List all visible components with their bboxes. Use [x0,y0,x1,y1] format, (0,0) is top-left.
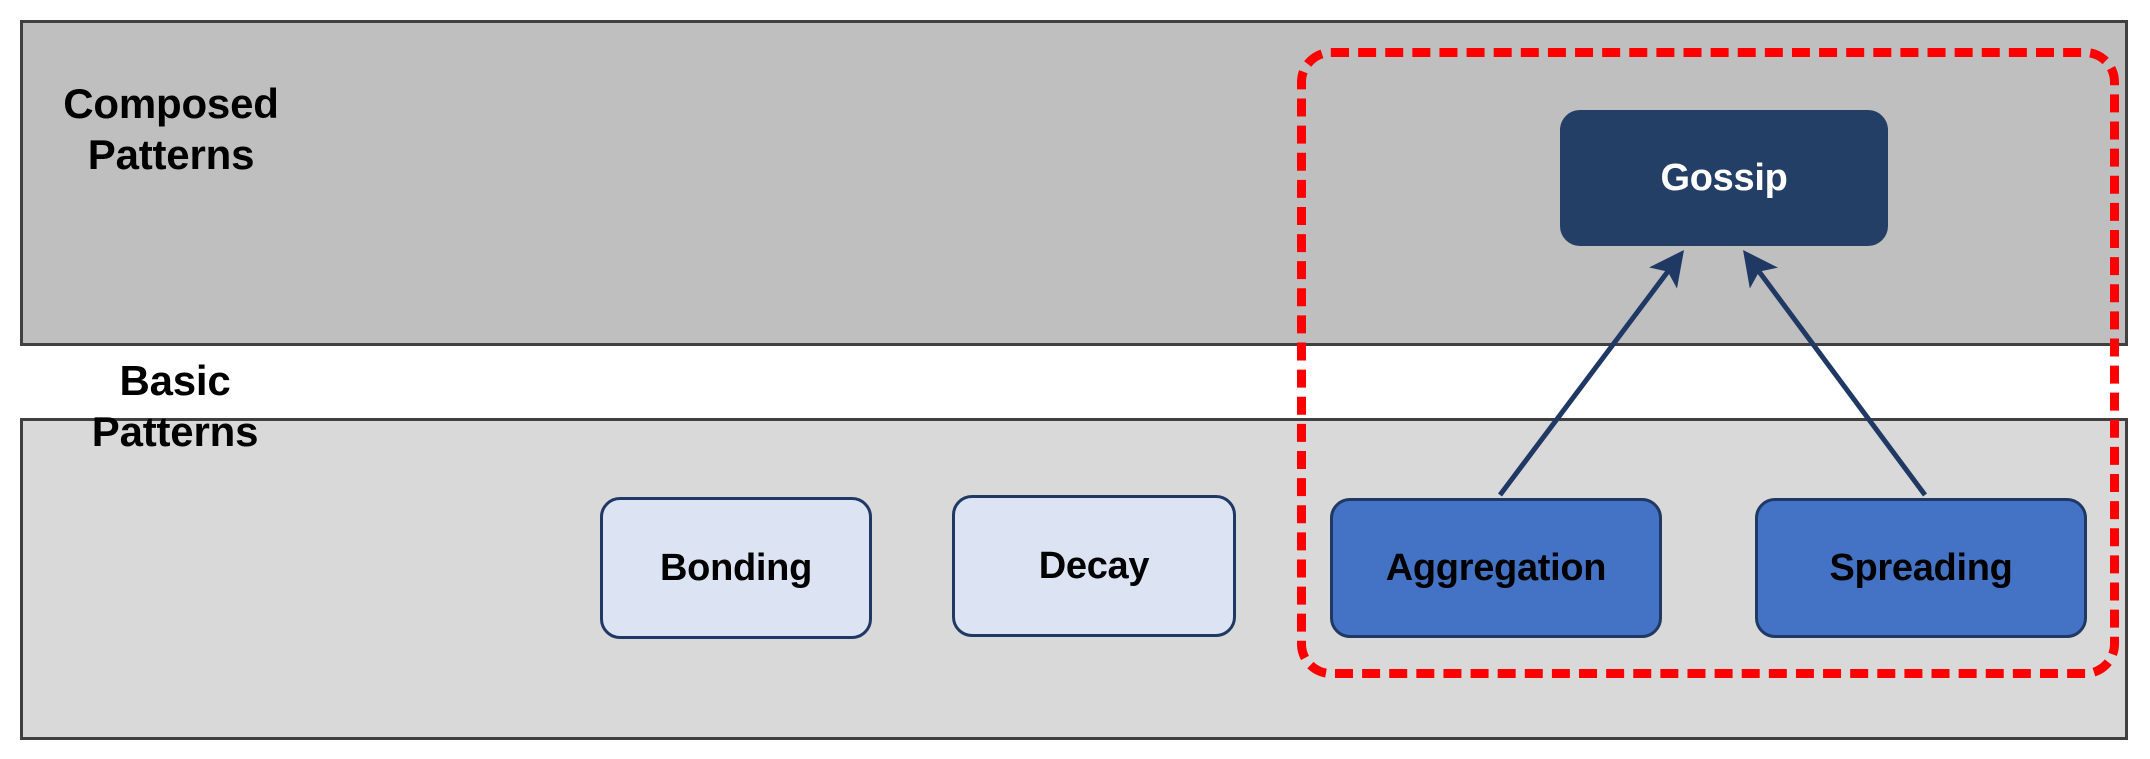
node-gossip[interactable]: Gossip [1560,110,1888,246]
layer-label-composed-patterns: Composed Patterns [63,80,279,179]
node-spreading-label: Spreading [1829,546,2013,589]
node-bonding-label: Bonding [660,546,812,589]
node-aggregation-label: Aggregation [1385,546,1607,589]
node-decay[interactable]: Decay [952,495,1236,637]
node-bonding[interactable]: Bonding [600,497,872,639]
node-spreading[interactable]: Spreading [1755,498,2087,638]
node-gossip-label: Gossip [1660,156,1788,199]
node-aggregation[interactable]: Aggregation [1330,498,1662,638]
layer-label-basic-patterns: Basic Patterns [91,357,259,456]
node-decay-label: Decay [1038,544,1150,587]
